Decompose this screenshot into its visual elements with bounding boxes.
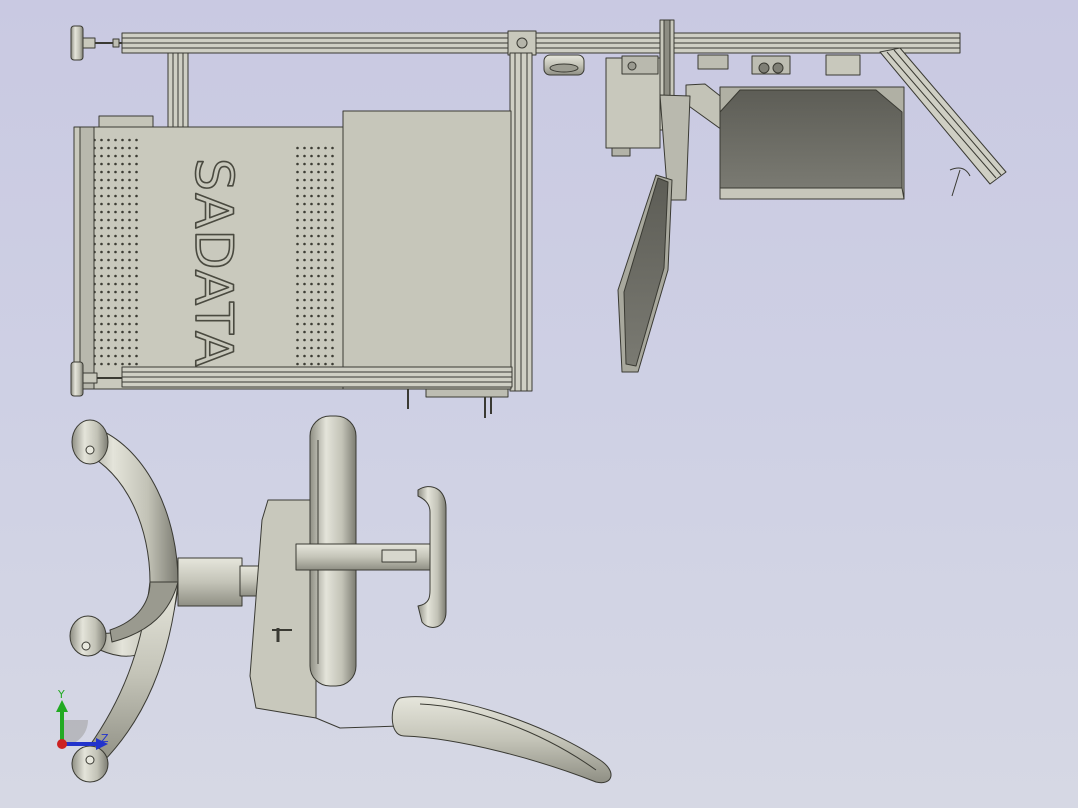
chair-top-view [69,415,612,784]
brand-label: SADATA [183,158,243,368]
x-axis-dot [57,739,67,749]
y-axis-arrow-icon [56,700,68,712]
rail-mounts [543,54,861,157]
z-axis-arrow-icon [96,738,108,750]
leveling-foot-bottom-left [70,361,122,397]
monitor-side [617,174,673,373]
right-vertical-rail [509,52,533,392]
seat-rear-box [342,110,512,418]
leveling-foot-top-left [70,25,122,61]
seat-base-box: SADATA [73,115,345,390]
axis-triad: Y Z [56,688,109,750]
angled-side-rail [879,47,1007,197]
y-axis-label: Y [57,688,65,701]
cockpit-frame: SADATA [70,19,1007,418]
armrest-support [295,543,433,571]
bottom-rail [121,366,513,388]
caster-wheels [69,419,109,783]
gas-cylinder [177,557,263,607]
top-rail [121,30,961,56]
armrest-pad [417,486,447,628]
monitor-top [719,86,905,200]
headrest-arm [391,696,612,784]
chair-base [77,427,179,766]
z-axis-label: Z [101,732,109,745]
